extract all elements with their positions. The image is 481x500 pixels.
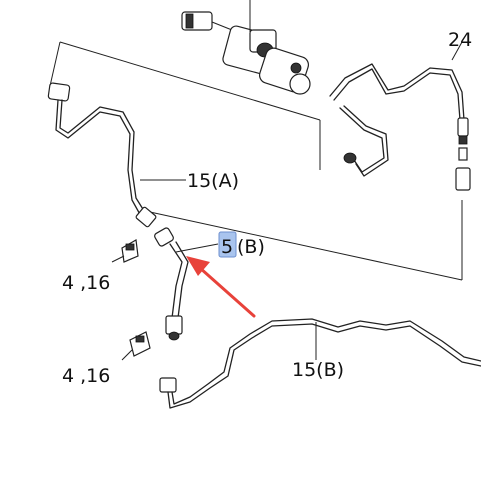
- part-number-highlight: [218, 231, 237, 258]
- part-label-4-16-lower: 4 ,16: [62, 365, 110, 387]
- line-assembly-24: 24: [329, 29, 472, 191]
- part-label-15b: 15(B): [292, 359, 344, 381]
- part-label-24: 24: [448, 29, 472, 51]
- assembly-frame-lines: [49, 41, 463, 281]
- part-label-5b-suffix: (B): [237, 236, 265, 258]
- brake-line-15b: 15(B): [159, 318, 481, 409]
- callout-arrow: [186, 256, 256, 318]
- part-label-4-16-upper: 4 ,16: [62, 272, 110, 294]
- brake-hose-5b: [154, 227, 219, 341]
- part-label-5b-group: 5 (B): [218, 231, 265, 258]
- bracket-upper: [111, 239, 139, 263]
- part-label-5b-number: 5: [221, 236, 233, 258]
- brake-line-15a: 15(A): [47, 82, 239, 228]
- bracket-lower: [121, 331, 151, 361]
- master-cylinder: [181, 0, 311, 95]
- part-label-15a: 15(A): [187, 170, 239, 192]
